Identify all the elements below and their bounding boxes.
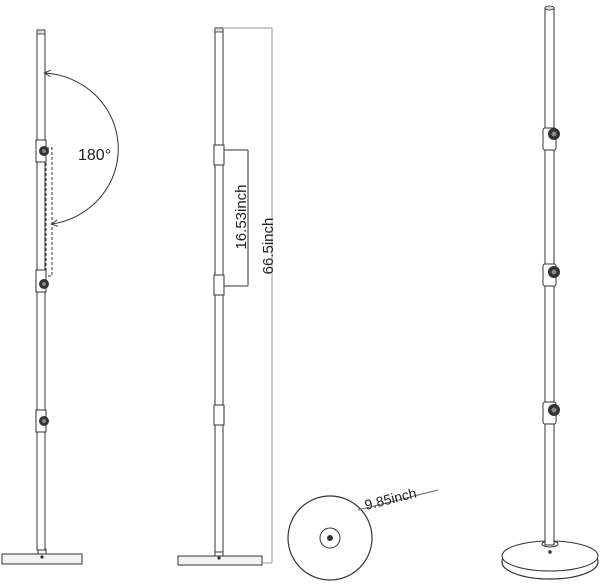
rotated-segment-outline: [45, 147, 53, 277]
rotation-angle-label: 180°: [78, 147, 111, 164]
base-top-view: 9.85inch: [287, 485, 439, 581]
base-diameter-leader: [357, 489, 439, 511]
total-height-dimension: [223, 27, 273, 564]
lamp-perspective-view: [501, 5, 599, 580]
segment-length-dimension: [224, 149, 249, 287]
lamp-front-view-dimensions: 66.5inch 16.53inch: [177, 27, 277, 566]
rotation-arc: [45, 73, 119, 224]
total-height-label: 66.5inch: [260, 218, 277, 275]
segment-length-label: 16.53inch: [233, 184, 250, 249]
base-diameter-label: 9.85inch: [363, 485, 418, 513]
lamp-side-view-rotation: 180°: [1, 29, 119, 565]
